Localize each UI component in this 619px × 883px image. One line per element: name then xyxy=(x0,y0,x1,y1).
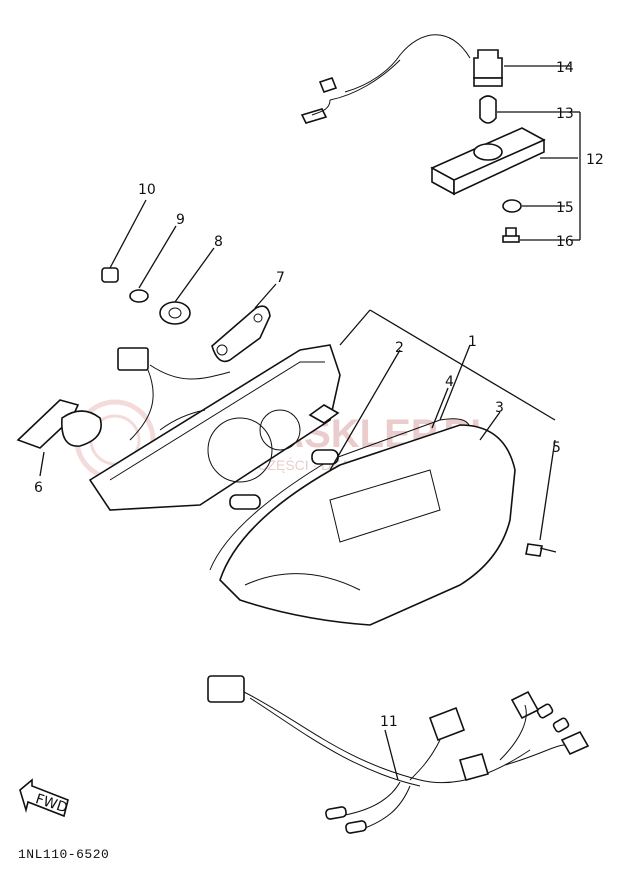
callout-5: 5 xyxy=(552,440,561,456)
callout-6: 6 xyxy=(34,480,43,496)
callout-16: 16 xyxy=(556,234,574,250)
callout-15: 15 xyxy=(556,200,574,216)
callout-12: 12 xyxy=(586,152,604,168)
callout-11: 11 xyxy=(380,714,398,730)
callout-4: 4 xyxy=(445,374,454,390)
license-lamp-assembly xyxy=(300,34,581,243)
callout-numbers: 1 2 3 4 5 6 7 8 9 10 11 12 13 14 15 16 xyxy=(34,60,604,730)
callout-14: 14 xyxy=(556,60,574,76)
tail-lamp-assembly xyxy=(88,309,557,626)
callout-13: 13 xyxy=(556,106,574,122)
callout-3: 3 xyxy=(495,400,504,416)
callout-9: 9 xyxy=(176,212,185,228)
catalog-code: 1NL110-6520 xyxy=(18,847,109,862)
callout-7: 7 xyxy=(276,270,285,286)
callout-2: 2 xyxy=(395,340,404,356)
callout-10: 10 xyxy=(138,182,156,198)
fwd-label: FWD xyxy=(33,791,69,816)
callout-1: 1 xyxy=(468,334,477,350)
fwd-arrow-icon: FWD xyxy=(19,778,69,818)
wire-harness xyxy=(207,675,590,834)
reflector-bracket xyxy=(16,399,102,477)
hardware-group xyxy=(101,199,277,363)
callout-8: 8 xyxy=(214,234,223,250)
